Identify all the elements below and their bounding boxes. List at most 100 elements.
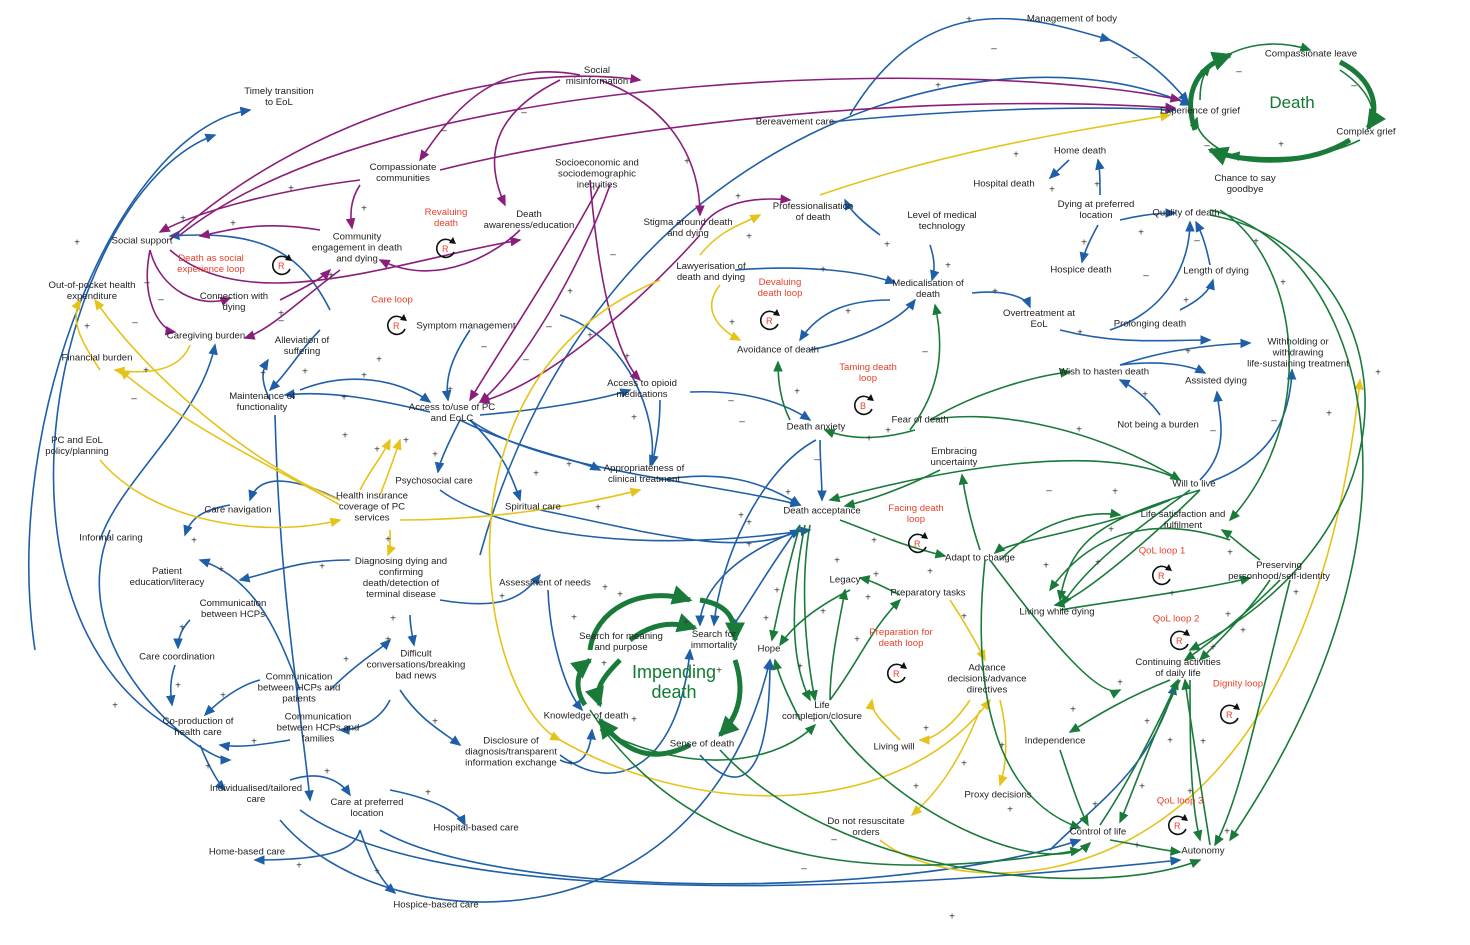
purple-causal-link	[493, 79, 561, 207]
blue-causal-link	[695, 529, 801, 627]
polarity-sign: –	[546, 321, 552, 333]
polarity-sign: +	[624, 351, 630, 363]
blue-causal-link	[547, 589, 584, 712]
polarity-sign: +	[774, 585, 780, 597]
polarity-sign: +	[923, 723, 929, 735]
blue-causal-link	[1118, 379, 1161, 416]
node-bereavement-care: Bereavement care	[755, 116, 835, 128]
node-death-awareness-education: Death awareness/education	[483, 209, 575, 231]
polarity-sign: +	[319, 561, 325, 573]
green-causal-link	[599, 723, 817, 761]
polarity-sign: –	[739, 416, 745, 428]
node-health-insurance: Health insurance coverage of PC services	[336, 490, 408, 524]
blue-causal-link	[689, 390, 812, 421]
node-legacy: Legacy	[829, 574, 861, 586]
polarity-sign: +	[1139, 781, 1145, 793]
node-level-of-medical-technology: Level of medical technology	[907, 210, 977, 232]
polarity-sign: –	[1271, 415, 1277, 427]
polarity-sign: +	[746, 539, 752, 551]
polarity-sign: +	[251, 736, 257, 748]
node-experience-of-grief: Experience of grief	[1160, 105, 1240, 117]
blue-causal-link	[559, 314, 659, 467]
loop-preparation-for-death-label: Preparation for death loop	[869, 627, 933, 649]
blue-causal-link	[469, 419, 522, 502]
blue-causal-link	[183, 504, 231, 537]
node-compassionate-leave: Compassionate leave	[1264, 48, 1358, 60]
loop-care-label: Care loop	[371, 294, 413, 306]
node-knowledge-of-death: Knowledge of death	[543, 710, 629, 722]
blue-causal-link	[203, 679, 261, 717]
polarity-sign: –	[1236, 66, 1242, 78]
purple-causal-link	[149, 249, 232, 307]
polarity-sign: +	[175, 680, 181, 692]
node-do-not-resuscitate: Do not resuscitate orders	[827, 816, 905, 838]
blue-causal-link	[649, 399, 661, 467]
blue-causal-link	[283, 389, 431, 413]
yellow-causal-link	[819, 111, 1172, 196]
green-causal-link	[829, 719, 1092, 855]
polarity-sign: +	[374, 866, 380, 878]
polarity-sign: +	[927, 566, 933, 578]
blue-causal-link	[1095, 158, 1105, 196]
loop-qol-2-label: QoL loop 2	[1152, 613, 1200, 625]
yellow-causal-link	[118, 368, 341, 506]
blue-causal-link	[379, 829, 1082, 885]
blue-causal-link	[165, 664, 176, 707]
major-cycle-arrow	[587, 585, 693, 651]
green-causal-link	[719, 749, 1202, 880]
polarity-sign: –	[728, 395, 734, 407]
loop-death-as-social-experience-icon: R	[271, 254, 292, 276]
polarity-sign: –	[922, 346, 928, 358]
green-causal-link	[779, 589, 851, 647]
major-cycle-arrow	[598, 718, 692, 757]
polarity-sign: +	[499, 591, 505, 603]
polarity-sign: +	[343, 654, 349, 666]
node-sense-of-death: Sense of death	[669, 738, 735, 750]
polarity-sign: +	[179, 622, 185, 634]
polarity-sign: +	[571, 612, 577, 624]
blue-causal-link	[1119, 362, 1207, 374]
loop-qol-3-icon: R	[1167, 814, 1188, 836]
polarity-sign: +	[595, 502, 601, 514]
green-causal-link	[929, 415, 1182, 481]
blue-causal-link	[734, 267, 897, 285]
node-symptom-management: Symptom management	[416, 320, 516, 332]
node-social-misinformation: Social misinformation	[565, 65, 629, 87]
svg-text:R: R	[766, 316, 773, 326]
blue-causal-link	[1059, 329, 1212, 345]
polarity-sign: +	[1138, 227, 1144, 239]
polarity-sign: +	[1007, 804, 1013, 816]
polarity-sign: +	[385, 534, 391, 546]
node-social-support: Social support	[111, 235, 173, 247]
polarity-sign: –	[801, 863, 807, 875]
polarity-sign: +	[1049, 184, 1055, 196]
polarity-sign: +	[1095, 557, 1101, 569]
purple-causal-link	[158, 179, 361, 233]
blue-causal-link	[199, 744, 227, 792]
blue-causal-link	[434, 419, 461, 474]
node-appropriateness-of-treatment: Appropriateness of clinical treatment	[603, 463, 685, 485]
node-hospital-death: Hospital death	[973, 178, 1035, 190]
polarity-sign: +	[820, 606, 826, 618]
polarity-sign: +	[1076, 424, 1082, 436]
node-timely-transition: Timely transition to EoL	[244, 86, 314, 108]
blue-causal-link	[699, 658, 775, 778]
loop-devaluing-death-label: Devaluing death loop	[757, 277, 803, 299]
node-communication-hcps-families: Communication between HCPs and families	[276, 711, 360, 745]
green-causal-link	[1181, 678, 1211, 846]
node-management-of-body: Management of body	[1026, 13, 1118, 25]
loop-revaluing-death-label: Revaluing death	[424, 207, 468, 229]
green-causal-link	[829, 598, 902, 701]
polarity-sign: +	[845, 306, 851, 318]
blue-causal-link	[659, 475, 802, 506]
polarity-sign: +	[1142, 389, 1148, 401]
polarity-sign: +	[1375, 367, 1381, 379]
polarity-sign: –	[278, 315, 284, 327]
loop-death-as-social-experience-label: Death as social experience loop	[177, 253, 245, 275]
polarity-sign: +	[716, 665, 722, 677]
purple-causal-link	[179, 77, 1182, 236]
polarity-sign: +	[961, 758, 967, 770]
node-stigma-around-death: Stigma around death and dying	[643, 217, 733, 239]
polarity-sign: –	[131, 393, 137, 405]
green-causal-link	[980, 559, 1082, 830]
